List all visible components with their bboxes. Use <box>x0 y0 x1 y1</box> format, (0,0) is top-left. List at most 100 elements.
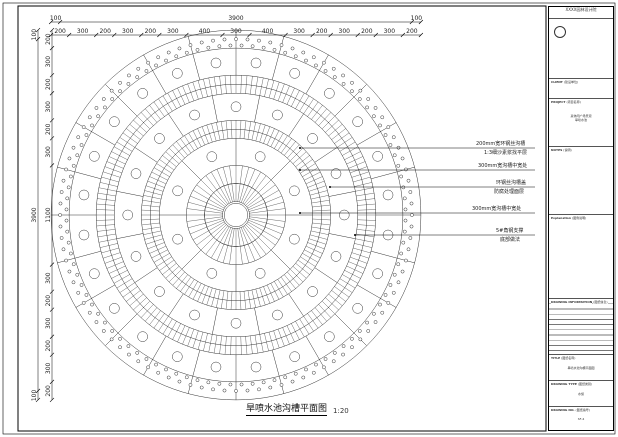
drain-hole <box>408 190 413 194</box>
drain-hole <box>199 40 204 45</box>
drain-hole <box>96 114 101 119</box>
drain-hole <box>109 88 114 93</box>
drain-hole <box>341 82 346 86</box>
drain-hole <box>358 337 363 342</box>
nozzle <box>272 109 283 121</box>
nozzle <box>172 351 183 362</box>
drain-hole <box>101 97 106 101</box>
drain-hole <box>87 115 92 120</box>
drain-hole <box>79 143 84 147</box>
segment-divider <box>116 233 144 240</box>
annotation-3b: 防腐处理面层 <box>494 189 525 195</box>
drain-hole <box>322 60 326 65</box>
dimension-label: 300 <box>45 56 52 68</box>
drain-hole <box>222 388 227 393</box>
nozzle <box>206 268 218 279</box>
drain-hole <box>217 44 222 49</box>
segment-divider <box>356 122 397 146</box>
segment-divider <box>143 335 167 376</box>
dimension-label: 100 <box>31 29 38 41</box>
company-name: XXXX园林设计院 <box>549 7 613 19</box>
dimension-tick <box>48 19 54 25</box>
drain-hole <box>400 156 405 161</box>
drain-hole <box>322 365 326 370</box>
drain-hole <box>257 387 261 392</box>
leader-dot <box>354 234 356 236</box>
drain-hole <box>71 280 76 285</box>
dimension-tick <box>49 307 55 312</box>
drain-hole <box>323 69 328 73</box>
segment-divider <box>75 284 116 308</box>
dimension-tick <box>310 32 315 38</box>
drain-hole <box>76 135 81 140</box>
drain-hole <box>76 290 81 295</box>
brick-trench-joint-course <box>104 83 368 347</box>
dimension-label: 400 <box>199 28 211 35</box>
drain-hole <box>84 293 89 297</box>
dimension-tick <box>49 397 55 403</box>
drawing-title-row: 旱喷水池沟槽平面图 1:20 <box>246 404 349 416</box>
dimension-label: 100 <box>50 15 62 22</box>
dimension-label: 200 <box>145 28 157 35</box>
drain-hole <box>392 153 397 158</box>
drain-hole <box>174 54 179 59</box>
dimension-label: 300 <box>339 28 351 35</box>
drain-hole <box>378 302 382 307</box>
dimension-tick <box>66 32 72 38</box>
drain-hole <box>380 115 385 120</box>
dimension-tick <box>49 27 55 33</box>
drain-hole <box>126 82 131 86</box>
drain-hole <box>228 43 233 48</box>
drain-hole <box>239 43 244 48</box>
dimension-tick <box>57 19 63 25</box>
title-section: TITLE (图纸名称)旱喷水池沟槽平面图 <box>549 355 613 381</box>
drain-hole <box>245 37 250 42</box>
dimension-label: 200 <box>99 28 111 35</box>
drain-hole <box>391 135 396 140</box>
nozzle <box>172 68 183 79</box>
dimension-label: 3900 <box>228 15 243 22</box>
drain-hole <box>357 97 362 101</box>
drain-hole <box>211 38 215 43</box>
drain-hole <box>177 379 182 384</box>
segment-divider <box>328 190 356 197</box>
nozzle <box>78 189 90 201</box>
segment-divider <box>370 250 415 264</box>
drain-hole <box>206 45 211 50</box>
drain-hole <box>59 236 64 240</box>
drain-hole <box>109 337 114 342</box>
dimension-tick <box>35 36 41 42</box>
drain-hole <box>144 69 149 73</box>
drain-hole <box>365 320 369 325</box>
nozzle <box>307 286 318 297</box>
drawing-title: 旱喷水池沟槽平面图 <box>246 404 328 416</box>
segment-divider <box>334 84 367 117</box>
drain-hole <box>386 301 391 305</box>
segment-divider <box>105 313 138 346</box>
drain-hole <box>101 329 106 333</box>
dimension-tick <box>418 32 424 38</box>
drain-hole <box>118 80 122 85</box>
drain-hole <box>406 178 411 183</box>
drain-hole <box>234 37 238 41</box>
drain-hole <box>331 359 336 364</box>
drain-hole <box>90 302 94 307</box>
dimension-tick <box>49 45 55 51</box>
drain-hole <box>67 269 72 274</box>
drain-hole <box>69 251 73 256</box>
dimension-label: 300 <box>122 28 134 35</box>
nozzle <box>272 309 283 321</box>
drain-hole <box>94 320 99 324</box>
company-logo-icon <box>554 26 566 38</box>
drain-hole <box>87 310 92 315</box>
nozzle <box>89 151 100 162</box>
drain-hole <box>84 133 89 137</box>
annotation-leaders <box>299 147 535 236</box>
drain-hole <box>371 311 376 316</box>
drain-hole <box>400 269 405 274</box>
nozzle <box>130 251 142 262</box>
leader-dot <box>299 169 301 171</box>
nozzle <box>230 101 242 113</box>
